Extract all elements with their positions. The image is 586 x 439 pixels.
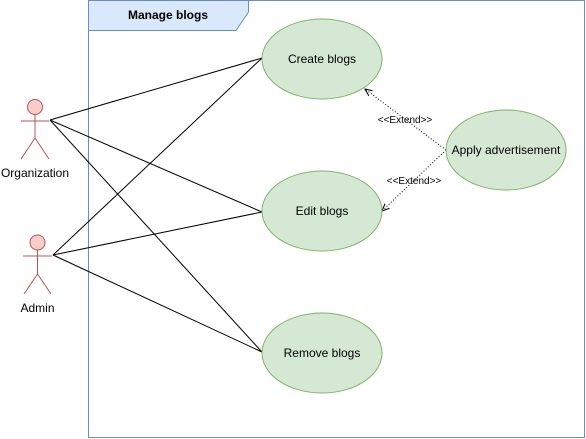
assoc-admin-remove bbox=[52, 254, 263, 353]
assoc-admin-create bbox=[52, 57, 263, 256]
use-case-label: Edit blogs bbox=[296, 204, 349, 218]
extend-label-create: <<Extend>> bbox=[378, 115, 433, 126]
use-case-label: Remove blogs bbox=[284, 346, 361, 360]
assoc-organization-edit bbox=[49, 119, 263, 213]
system-title: Manage blogs bbox=[128, 8, 208, 22]
use-case-create-blogs[interactable]: Create blogs bbox=[261, 18, 383, 100]
actor-label: Admin bbox=[20, 301, 54, 315]
actor-organization[interactable]: Organization bbox=[1, 99, 69, 181]
extend-relations bbox=[365, 89, 447, 211]
system-title-tab bbox=[88, 0, 249, 31]
use-case-apply-advertisement[interactable]: Apply advertisement bbox=[445, 109, 567, 191]
use-case-edit-blogs[interactable]: Edit blogs bbox=[261, 170, 383, 252]
extend-label-edit: <<Extend>> bbox=[387, 176, 442, 187]
actor-label: Organization bbox=[1, 166, 69, 180]
actor-admin[interactable]: Admin bbox=[20, 234, 55, 315]
assoc-organization-create bbox=[49, 57, 263, 121]
stick-figure-icon bbox=[20, 99, 50, 160]
extend-advert-create bbox=[365, 89, 447, 151]
assoc-admin-edit bbox=[52, 211, 263, 256]
stick-figure-icon bbox=[23, 234, 52, 295]
use-case-remove-blogs[interactable]: Remove blogs bbox=[261, 312, 383, 394]
use-case-label: Apply advertisement bbox=[452, 143, 561, 157]
assoc-organization-remove bbox=[49, 119, 263, 353]
use-case-label: Create blogs bbox=[288, 52, 356, 66]
associations bbox=[49, 57, 263, 353]
